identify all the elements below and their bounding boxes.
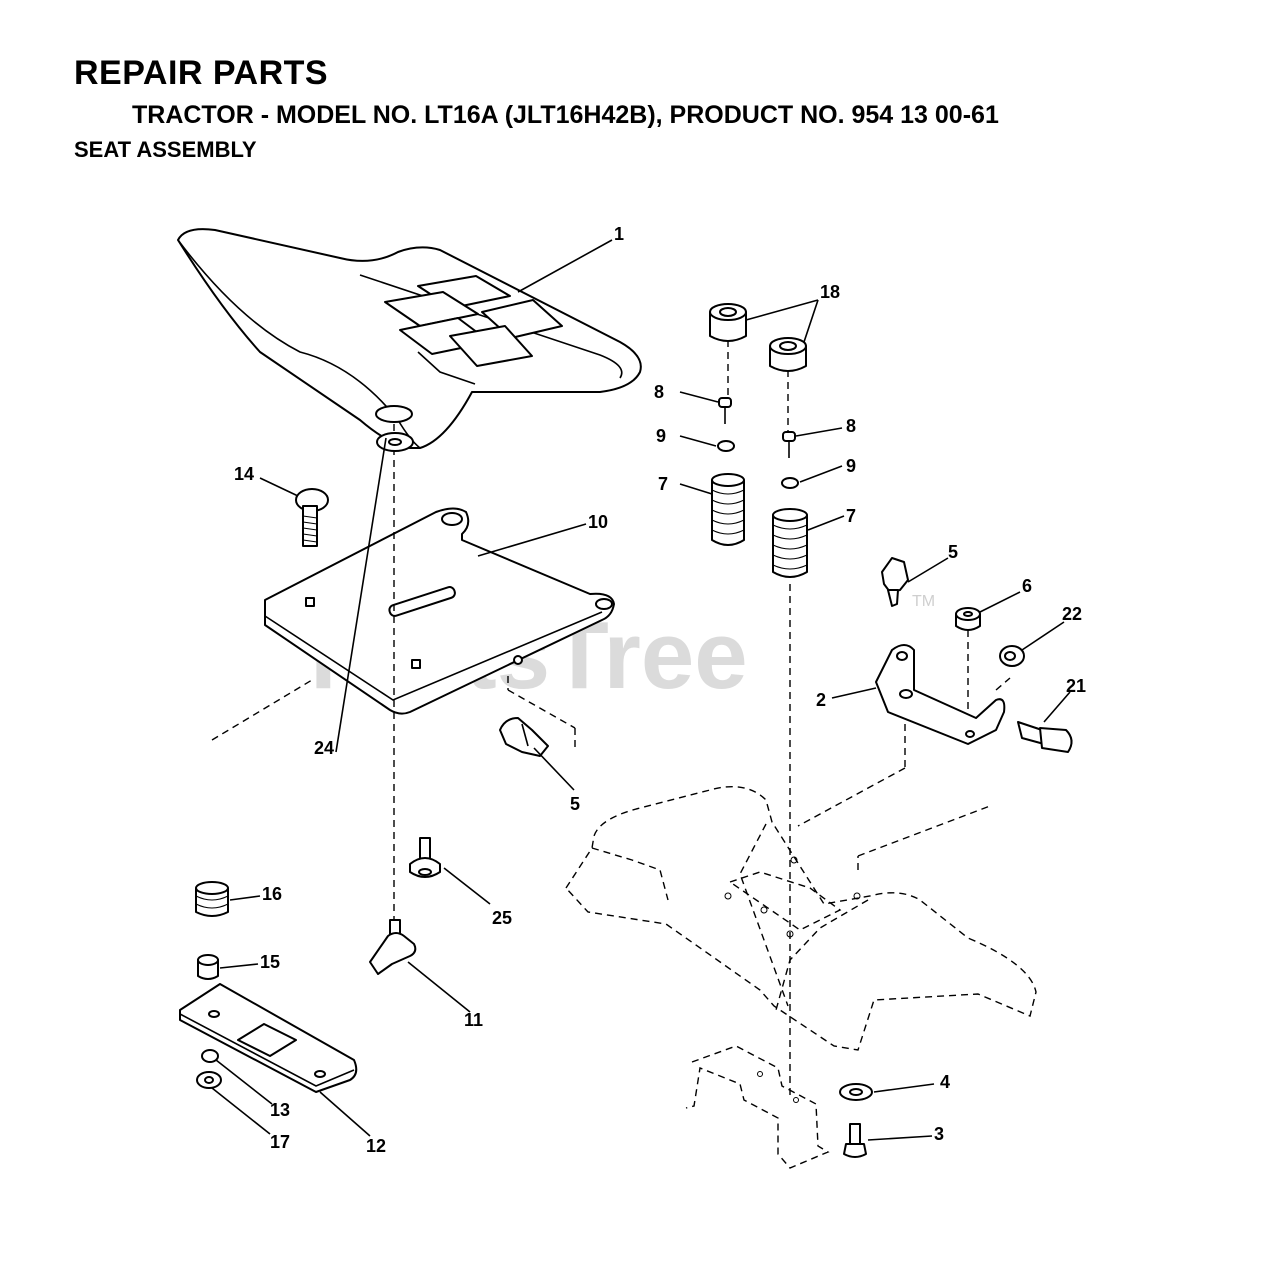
- tractor-frame-reference: [565, 786, 1037, 1051]
- spring-part-7-left[interactable]: [711, 473, 745, 546]
- nut-part-6[interactable]: [955, 607, 981, 631]
- callout-8-left[interactable]: 8: [654, 382, 664, 402]
- callout-8-right[interactable]: 8: [846, 416, 856, 436]
- clip-part-5-upper[interactable]: [881, 557, 909, 607]
- callout-7-left[interactable]: 7: [658, 474, 668, 494]
- bushing-part-18-left[interactable]: [709, 303, 747, 342]
- bolt-part-25[interactable]: [409, 837, 441, 878]
- callout-11[interactable]: 11: [464, 1010, 483, 1030]
- callout-1[interactable]: 1: [614, 224, 624, 244]
- seat-pan-part-10[interactable]: [264, 507, 615, 715]
- callout-22[interactable]: 22: [1062, 604, 1082, 624]
- bolt-part-8-right[interactable]: [782, 431, 796, 458]
- washer-part-17[interactable]: [196, 1071, 222, 1089]
- callout-4[interactable]: 4: [940, 1072, 950, 1092]
- washer-part-24[interactable]: [375, 405, 413, 423]
- callout-14[interactable]: 14: [234, 464, 254, 484]
- callout-2[interactable]: 2: [816, 690, 826, 710]
- washer-part-24-hole: [388, 438, 402, 446]
- bolt-part-3[interactable]: [843, 1123, 867, 1158]
- callout-18[interactable]: 18: [820, 282, 840, 302]
- callout-16[interactable]: 16: [262, 884, 282, 904]
- callout-24[interactable]: 24: [314, 738, 334, 758]
- knob-part-11[interactable]: [369, 919, 417, 975]
- callout-9-right[interactable]: 9: [846, 456, 856, 476]
- callout-13[interactable]: 13: [270, 1100, 290, 1120]
- callout-10[interactable]: 10: [588, 512, 608, 532]
- section-title: SEAT ASSEMBLY: [74, 137, 257, 162]
- model-subtitle: TRACTOR - MODEL NO. LT16A (JLT16H42B), P…: [132, 101, 999, 129]
- carriage-bolt-part-14[interactable]: [295, 488, 329, 547]
- washer-part-4[interactable]: [839, 1083, 873, 1101]
- bushing-part-18-right[interactable]: [769, 337, 807, 372]
- callout-6[interactable]: 6: [1022, 576, 1032, 596]
- knob-part-21[interactable]: [1017, 721, 1073, 753]
- plate-part-12[interactable]: [179, 983, 358, 1093]
- callout-5-lower[interactable]: 5: [570, 794, 580, 814]
- bolt-part-8-left[interactable]: [718, 397, 732, 424]
- nut-part-22[interactable]: [999, 645, 1025, 667]
- spring-part-16[interactable]: [195, 881, 229, 917]
- bracket-part-2[interactable]: [875, 644, 1006, 745]
- page-title: REPAIR PARTS: [74, 54, 329, 92]
- clip-part-5-lower[interactable]: [499, 717, 549, 757]
- lower-bracket-reference: [685, 1045, 830, 1169]
- nut-part-13[interactable]: [201, 1049, 219, 1063]
- callout-3[interactable]: 3: [934, 1124, 944, 1144]
- callout-12[interactable]: 12: [366, 1136, 386, 1156]
- leader-lines: [211, 239, 1071, 1141]
- washer-part-9-right[interactable]: [781, 477, 799, 489]
- spring-part-7-right[interactable]: [772, 508, 808, 578]
- callout-7-right[interactable]: 7: [846, 506, 856, 526]
- washer-part-9-left[interactable]: [717, 440, 735, 452]
- callout-9-left[interactable]: 9: [656, 426, 666, 446]
- callout-15[interactable]: 15: [260, 952, 280, 972]
- watermark-trademark: TM: [912, 593, 935, 610]
- seat-part-1[interactable]: [177, 228, 642, 449]
- bushing-part-15[interactable]: [197, 954, 219, 980]
- callout-5-upper[interactable]: 5: [948, 542, 958, 562]
- callout-21[interactable]: 21: [1066, 676, 1086, 696]
- callout-17[interactable]: 17: [270, 1132, 290, 1152]
- callouts: 1 18 8 9 8 7 9 7 10 14 5 6 22 21 2 24 5 …: [234, 224, 1086, 1156]
- callout-25[interactable]: 25: [492, 908, 512, 928]
